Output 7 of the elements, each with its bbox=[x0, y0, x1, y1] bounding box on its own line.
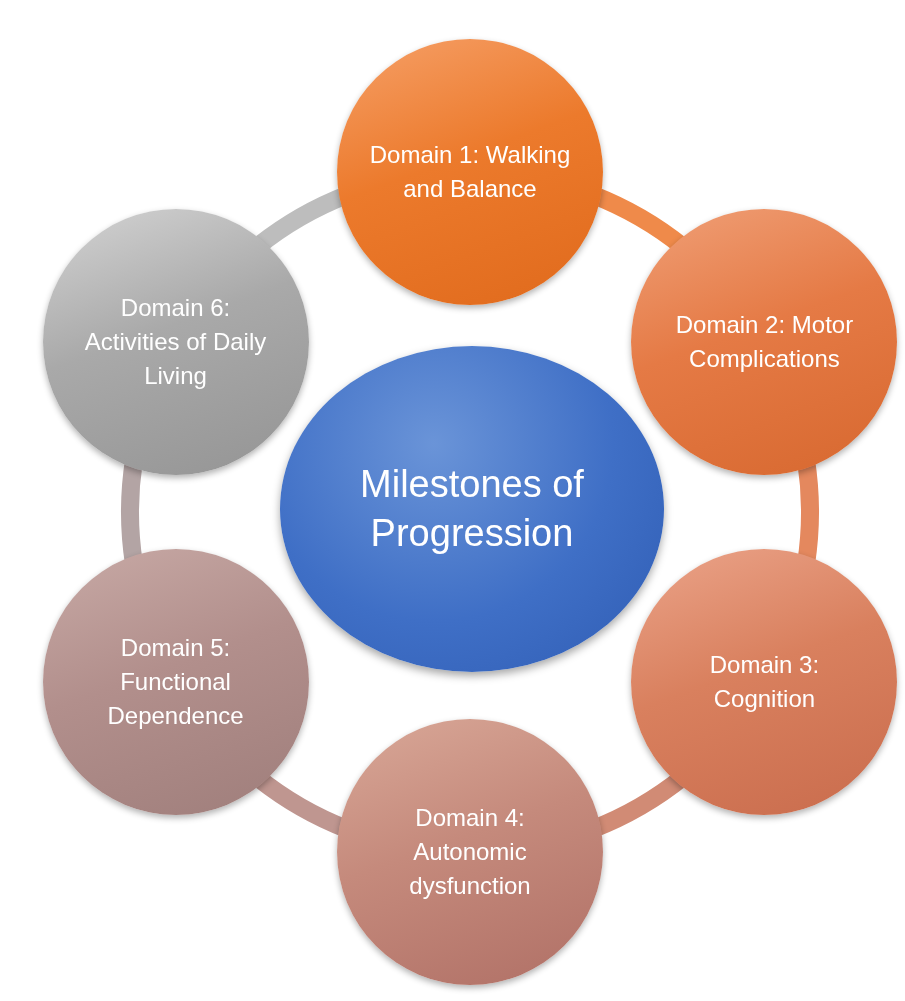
domain-label: Domain 2: Motor Complications bbox=[674, 309, 855, 374]
center-title: Milestones of Progression bbox=[359, 461, 585, 556]
domain-label: Domain 5: Functional Dependence bbox=[106, 632, 245, 732]
domain-label: Domain 1: Walking and Balance bbox=[369, 139, 571, 204]
domain-label: Domain 3: Cognition bbox=[708, 649, 821, 714]
domain-label: Domain 4: Autonomic dysfunction bbox=[408, 802, 532, 902]
domain-label: Domain 6: Activities of Daily Living bbox=[83, 292, 268, 392]
